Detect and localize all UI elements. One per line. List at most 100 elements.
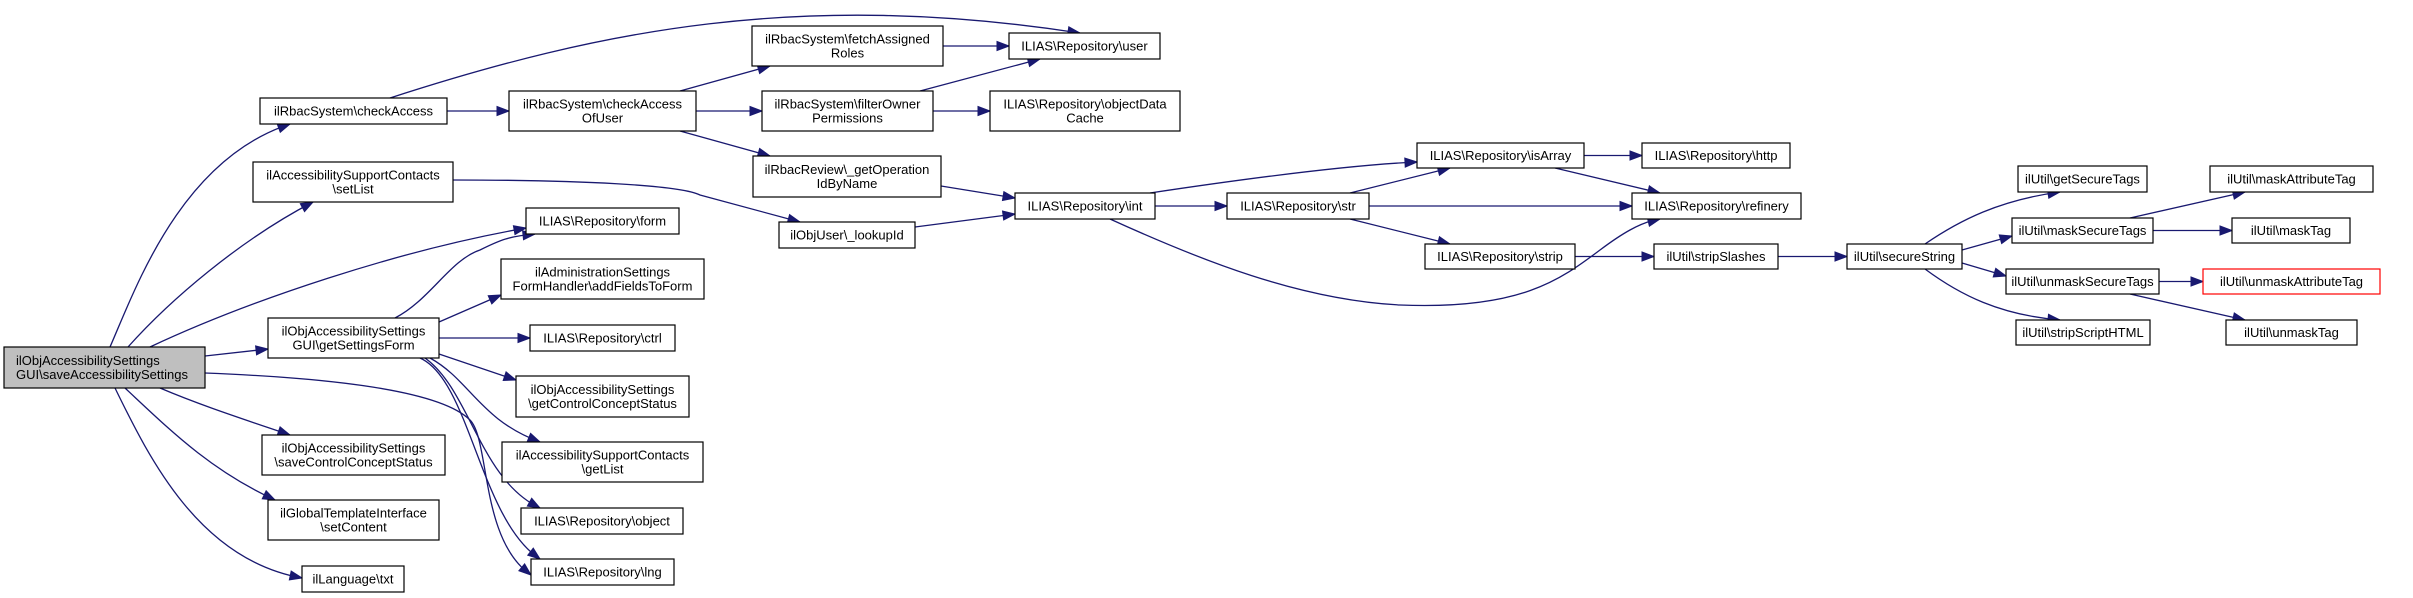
node-label: ILIAS\Repository\user [1021, 39, 1148, 54]
node-getList[interactable]: ilAccessibilitySupportContacts\getList [501, 441, 704, 483]
node-box[interactable] [529, 324, 676, 352]
node-refinery[interactable]: ILIAS\Repository\refinery [1631, 192, 1802, 220]
node-label: GUI\saveAccessibilitySettings [16, 367, 188, 382]
node-addFieldsToForm[interactable]: ilAdministrationSettingsFormHandler\addF… [500, 258, 705, 300]
node-box[interactable] [751, 25, 944, 67]
node-box[interactable] [515, 375, 690, 418]
arrowhead-icon [512, 225, 528, 236]
node-txt[interactable]: ilLanguage\txt [301, 565, 405, 593]
node-secureString[interactable]: ilUtil\secureString [1846, 243, 1963, 270]
node-box[interactable] [1846, 243, 1963, 270]
node-box[interactable] [1014, 192, 1156, 220]
node-object[interactable]: ILIAS\Repository\object [520, 507, 684, 535]
edge-maskSecureTags-to-maskAttributeTag [2129, 189, 2247, 219]
node-box[interactable] [252, 161, 454, 203]
edge-line [1109, 218, 1661, 307]
edge-line [914, 213, 1016, 228]
node-maskTag[interactable]: ilUtil\maskTag [2231, 217, 2351, 244]
node-str[interactable]: ILIAS\Repository\str [1226, 192, 1370, 220]
node-maskSecureTags[interactable]: ilUtil\maskSecureTags [2011, 217, 2154, 244]
edge-line [1924, 191, 2061, 245]
node-getSecureTags[interactable]: ilUtil\getSecureTags [2017, 165, 2148, 193]
arrowhead-icon [487, 294, 503, 305]
arrowhead-icon [1629, 150, 1644, 161]
node-box[interactable] [1641, 142, 1791, 169]
node-label: ilRbacReview\_getOperation [765, 162, 930, 177]
node-box[interactable] [259, 97, 448, 125]
node-root[interactable]: ilObjAccessibilitySettingsGUI\saveAccess… [3, 346, 206, 389]
node-box[interactable] [761, 90, 934, 132]
node-box[interactable] [1424, 243, 1576, 270]
node-http[interactable]: ILIAS\Repository\http [1641, 142, 1791, 169]
node-setList[interactable]: ilAccessibilitySupportContacts\setList [252, 161, 454, 203]
node-checkAccess[interactable]: ilRbacSystem\checkAccess [259, 97, 448, 125]
node-box[interactable] [3, 346, 206, 389]
node-box[interactable] [2015, 319, 2151, 346]
node-box[interactable] [530, 558, 675, 586]
edge-getSettingsForm-to-object [424, 357, 542, 509]
node-user[interactable]: ILIAS\Repository\user [1008, 32, 1161, 60]
node-stripSlashes[interactable]: ilUtil\stripSlashes [1653, 243, 1779, 270]
arrowhead-icon [299, 201, 315, 213]
node-box[interactable] [2209, 165, 2374, 193]
node-box[interactable] [1226, 192, 1370, 220]
node-box[interactable] [2202, 268, 2381, 295]
node-box[interactable] [525, 207, 680, 235]
node-lng[interactable]: ILIAS\Repository\lng [530, 558, 675, 586]
node-box[interactable] [501, 441, 704, 483]
node-isArray[interactable]: ILIAS\Repository\isArray [1416, 142, 1585, 169]
node-unmaskTag[interactable]: ilUtil\unmaskTag [2225, 319, 2358, 346]
node-box[interactable] [2005, 268, 2160, 295]
node-box[interactable] [752, 155, 942, 198]
node-box[interactable] [2231, 217, 2351, 244]
node-label: ilUtil\unmaskTag [2244, 325, 2339, 340]
node-stripScriptHTML[interactable]: ilUtil\stripScriptHTML [2015, 319, 2151, 346]
node-box[interactable] [520, 507, 684, 535]
node-box[interactable] [261, 434, 446, 476]
node-unmaskSecureTags[interactable]: ilUtil\unmaskSecureTags [2005, 268, 2160, 295]
node-strip[interactable]: ILIAS\Repository\strip [1424, 243, 1576, 270]
arrowhead-icon [1998, 234, 2014, 245]
node-box[interactable] [2011, 217, 2154, 244]
node-box[interactable] [989, 90, 1181, 132]
node-box[interactable] [267, 317, 440, 359]
node-ctrl[interactable]: ILIAS\Repository\ctrl [529, 324, 676, 352]
edge-str-to-strip [1349, 218, 1452, 247]
node-box[interactable] [778, 221, 916, 249]
node-box[interactable] [1631, 192, 1802, 220]
node-unmaskAttributeTag[interactable]: ilUtil\unmaskAttributeTag [2202, 268, 2381, 295]
edge-line [2129, 191, 2246, 219]
node-lookupId[interactable]: ilObjUser\_lookupId [778, 221, 916, 249]
node-box[interactable] [267, 499, 440, 541]
edge-getSettingsForm-to-ctrl [439, 332, 532, 344]
node-label: ilUtil\maskSecureTags [2019, 223, 2147, 238]
node-setContent[interactable]: ilGlobalTemplateInterface\setContent [267, 499, 440, 541]
node-saveControlConceptStatus[interactable]: ilObjAccessibilitySettings\saveControlCo… [261, 434, 446, 476]
node-box[interactable] [1416, 142, 1585, 169]
edge-getSettingsForm-to-getList [429, 357, 542, 443]
node-box[interactable] [1653, 243, 1779, 270]
node-label: ILIAS\Repository\http [1655, 148, 1778, 163]
edge-line [424, 357, 541, 509]
node-box[interactable] [2017, 165, 2148, 193]
node-getSettingsForm[interactable]: ilObjAccessibilitySettingsGUI\getSetting… [267, 317, 440, 359]
node-label: ilAdministrationSettings [535, 265, 671, 280]
node-label: ilRbacSystem\filterOwner [775, 97, 922, 112]
node-label: ILIAS\Repository\strip [1437, 249, 1563, 264]
node-int[interactable]: ILIAS\Repository\int [1014, 192, 1156, 220]
node-form[interactable]: ILIAS\Repository\form [525, 207, 680, 235]
node-getControlConceptStatus[interactable]: ilObjAccessibilitySettings\getControlCon… [515, 375, 690, 418]
node-maskAttributeTag[interactable]: ilUtil\maskAttributeTag [2209, 165, 2374, 193]
node-box[interactable] [500, 258, 705, 300]
node-box[interactable] [301, 565, 405, 593]
node-box[interactable] [508, 90, 697, 132]
edge-line [1924, 268, 2061, 321]
node-box[interactable] [1008, 32, 1161, 60]
node-box[interactable] [2225, 319, 2358, 346]
